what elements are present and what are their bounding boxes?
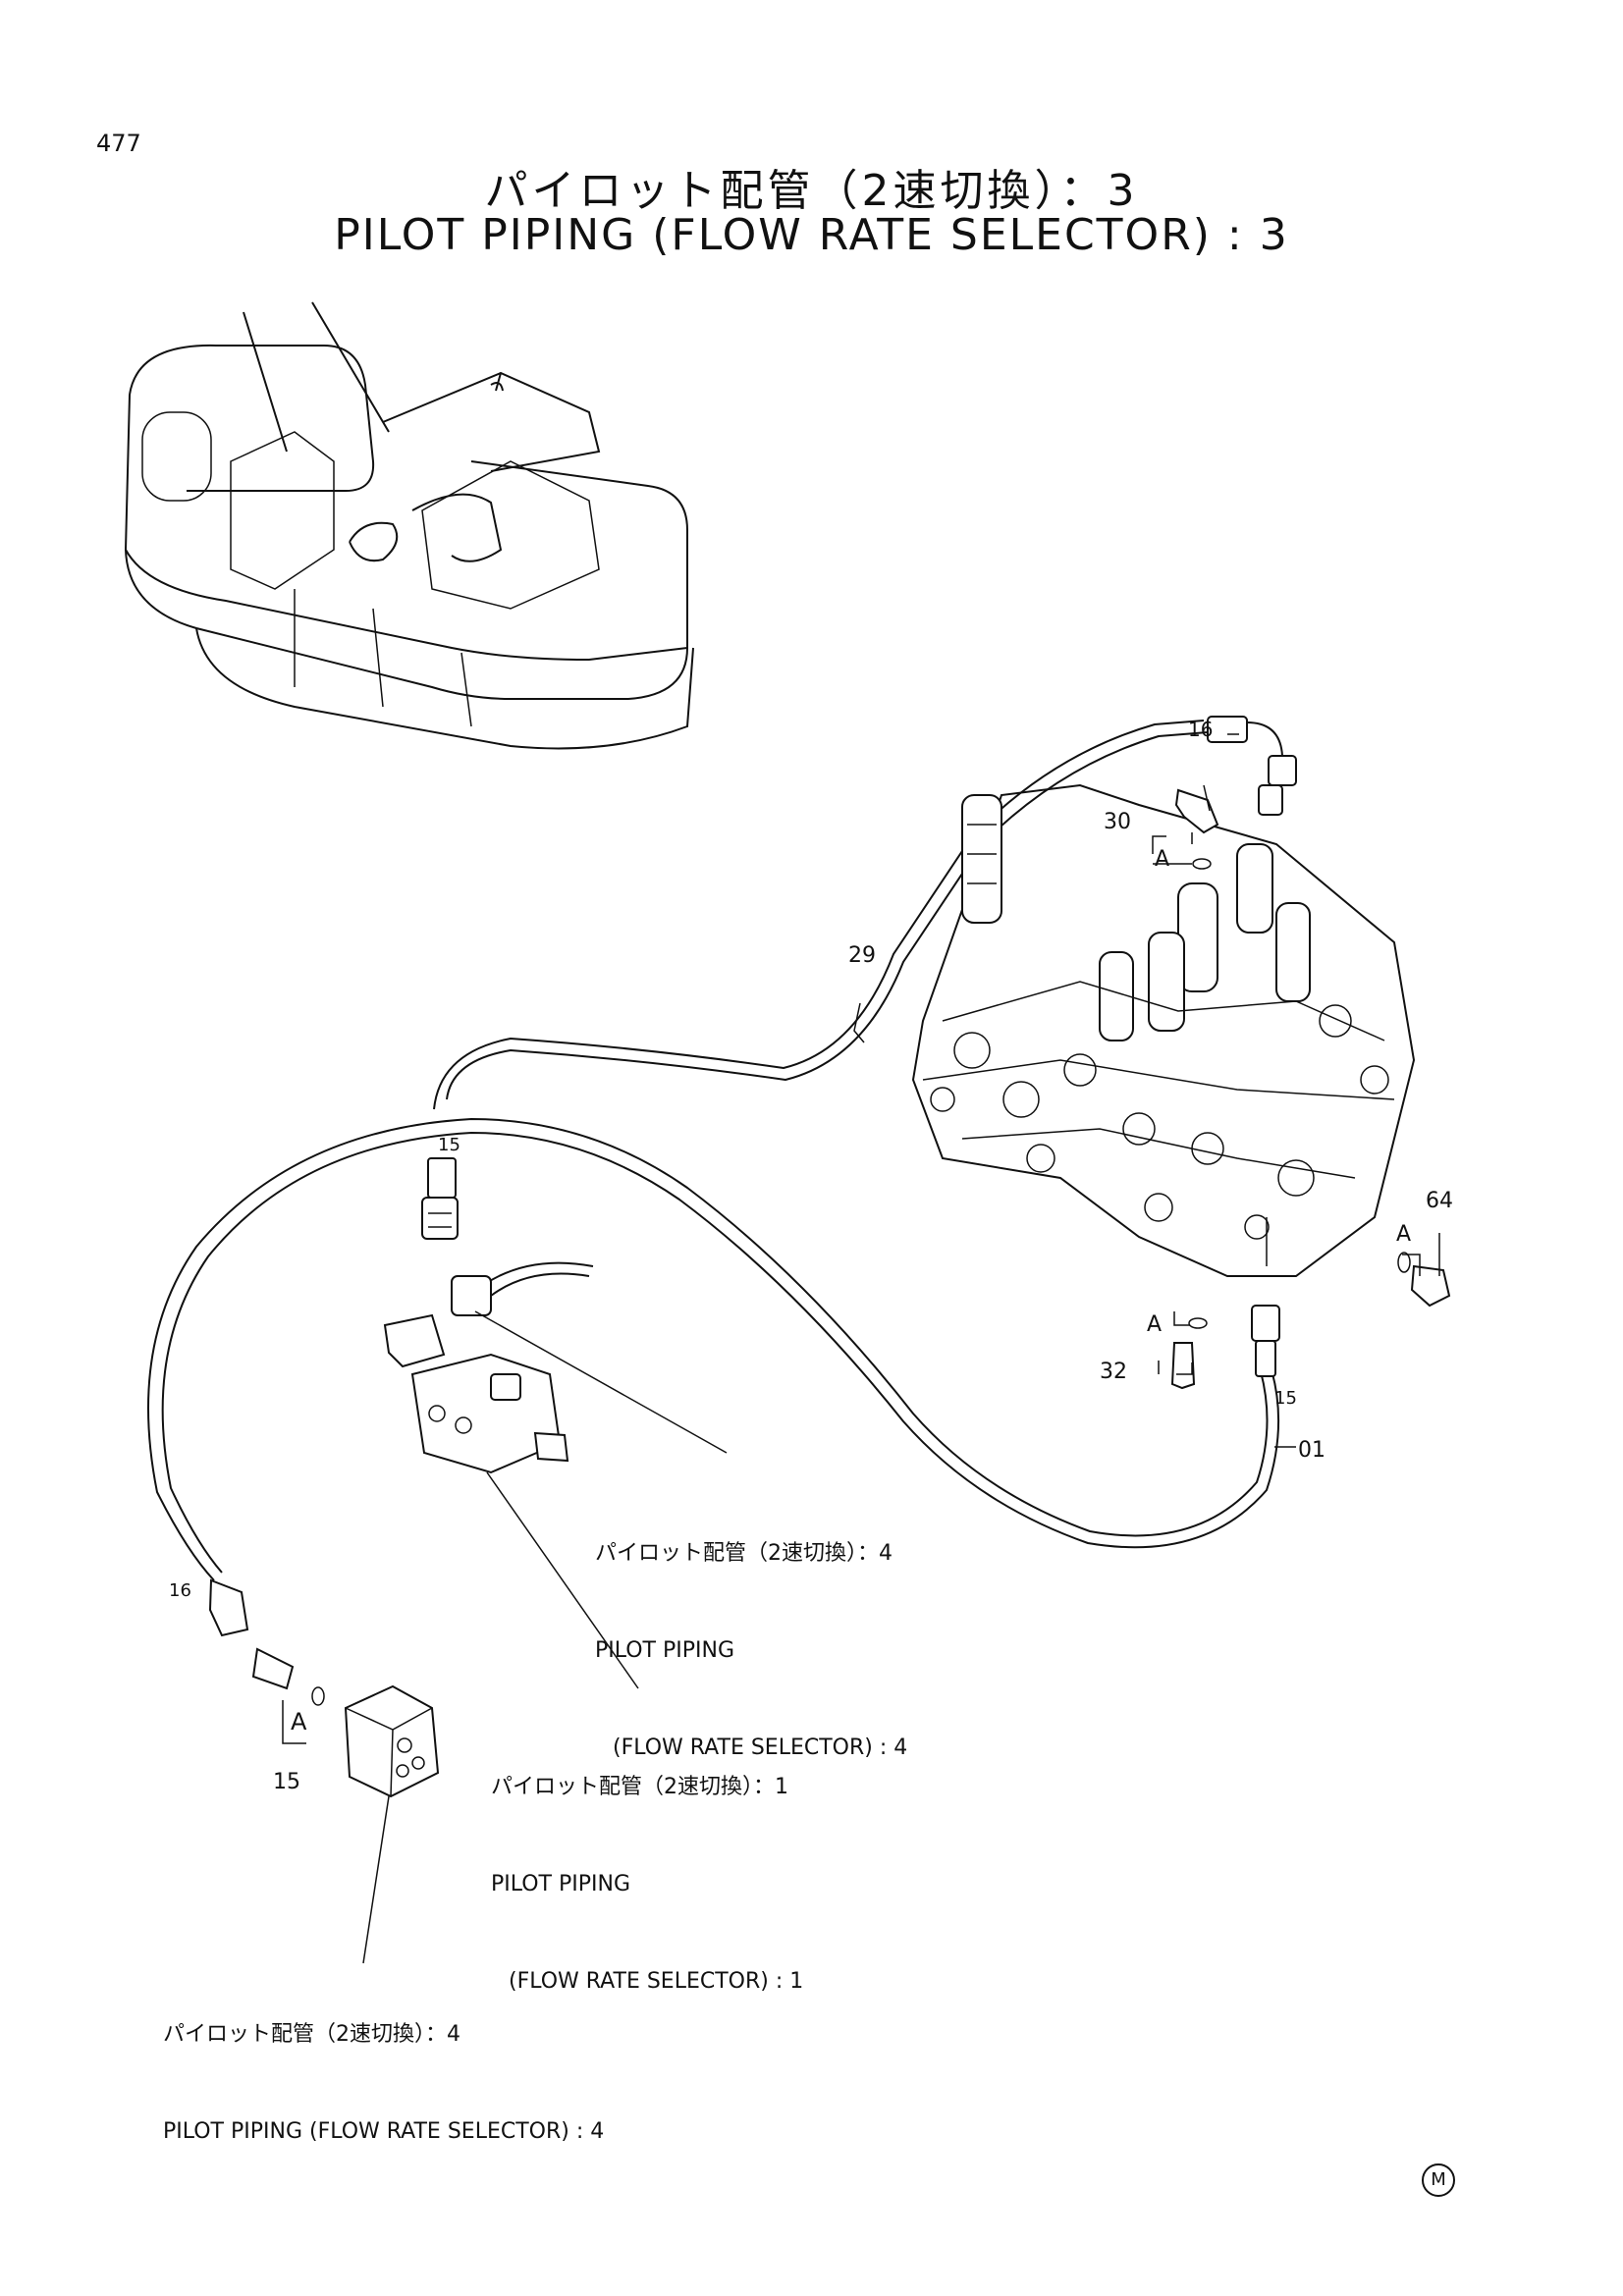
reference-page-1: パイロット配管（2速切換）：1 PILOT PIPING (FLOW RATE …	[491, 1706, 803, 2030]
reference-en: PILOT PIPING (FLOW RATE SELECTOR) : 4	[163, 2119, 605, 2144]
reference-jp: パイロット配管（2速切換）：4	[595, 1541, 893, 1566]
reference-jp: パイロット配管（2速切換）：4	[163, 2022, 460, 2047]
label-16-top: 16	[1188, 718, 1213, 741]
label-a-right: A	[1396, 1222, 1411, 1247]
label-a-top: A	[1155, 847, 1169, 872]
label-15-right: 15	[1274, 1388, 1297, 1409]
label-30: 30	[1104, 810, 1131, 834]
label-64: 64	[1426, 1189, 1453, 1213]
label-15-mid: 15	[438, 1135, 460, 1155]
label-29: 29	[848, 943, 876, 968]
label-a-lower: A	[1147, 1312, 1162, 1337]
label-01: 01	[1298, 1438, 1325, 1463]
reference-en-line2: (FLOW RATE SELECTOR) : 4	[613, 1735, 908, 1760]
label-32: 32	[1100, 1360, 1127, 1384]
reference-jp: パイロット配管（2速切換）：1	[491, 1775, 788, 1799]
label-a-left: A	[291, 1708, 307, 1735]
reference-en-line2: (FLOW RATE SELECTOR) : 1	[509, 1969, 804, 1994]
reference-en-line1: PILOT PIPING	[595, 1638, 734, 1663]
corner-mark: M	[1422, 2163, 1455, 2197]
excavator-overview	[124, 301, 694, 750]
label-15-left: 15	[273, 1770, 300, 1794]
reference-page-4-mid: パイロット配管（2速切換）：4 PILOT PIPING (FLOW RATE …	[595, 1472, 907, 1796]
label-16-left: 16	[169, 1580, 191, 1601]
selector-valve	[383, 1261, 594, 1474]
title-japanese: パイロット配管（2速切換）：3	[484, 166, 1139, 216]
reference-en-line1: PILOT PIPING	[491, 1872, 630, 1896]
page-number: 477	[96, 130, 141, 157]
control-valve	[911, 783, 1416, 1277]
title-english: PILOT PIPING (FLOW RATE SELECTOR) : 3	[334, 210, 1289, 260]
reference-page-4-bottom: パイロット配管（2速切換）：4 PILOT PIPING (FLOW RATE …	[163, 1953, 604, 2180]
